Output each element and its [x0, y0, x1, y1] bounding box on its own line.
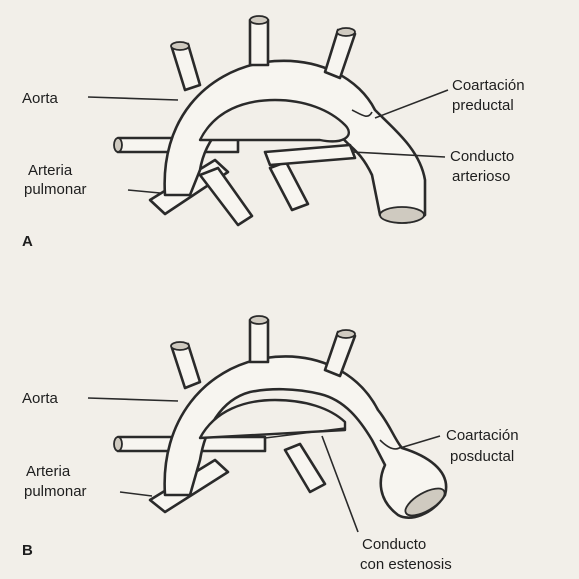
left-subclavian-opening-a: [337, 28, 355, 36]
left-carotid-b: [250, 320, 268, 362]
pulmonary-left-opening-a: [114, 138, 122, 152]
label-arteria-a: Arteria: [28, 162, 73, 179]
label-coartacion-a: Coartación: [452, 77, 525, 94]
left-subclavian-opening-b: [337, 330, 355, 338]
label-aorta-b: Aorta: [22, 390, 59, 407]
label-coartacion-b: Coartación: [446, 427, 519, 444]
label-posductal-b: posductal: [450, 448, 514, 465]
label-pulmonar-a: pulmonar: [24, 181, 87, 198]
panel-a: Aorta Arteria pulmonar Coartación preduc…: [22, 16, 525, 250]
descending-aorta-opening-a: [380, 207, 424, 223]
left-carotid-opening-a: [250, 16, 268, 24]
aorta-leader-b: [88, 398, 178, 401]
pulmonary-leader-b: [120, 492, 152, 496]
label-arteria-b: Arteria: [26, 463, 71, 480]
left-subclavian-a: [325, 30, 355, 78]
ductus-leader-b: [322, 436, 358, 532]
brachiocephalic-opening-a: [171, 42, 189, 50]
left-subclavian-b: [325, 332, 355, 376]
label-preductal-a: preductal: [452, 97, 514, 114]
panel-letter-a: A: [22, 233, 33, 250]
label-pulmonar-b: pulmonar: [24, 483, 87, 500]
brachiocephalic-opening-b: [171, 342, 189, 350]
panel-letter-b: B: [22, 542, 33, 559]
label-estenosis-b: con estenosis: [360, 556, 452, 573]
brachiocephalic-trunk-a: [172, 44, 200, 90]
label-aorta-a: Aorta: [22, 90, 59, 107]
label-conducto-a: Conducto: [450, 148, 514, 165]
pulmonary-left-opening-b: [114, 437, 122, 451]
brachiocephalic-trunk-b: [172, 344, 200, 388]
pulmonary-lower-branch-b: [285, 444, 325, 492]
left-carotid-a: [250, 20, 268, 65]
coarctation-leader-b: [400, 436, 440, 448]
left-carotid-opening-b: [250, 316, 268, 324]
pulmonary-lower-branch-1-a: [200, 168, 252, 225]
aorta-leader-a: [88, 97, 178, 100]
pulmonary-leader-a: [128, 190, 160, 193]
pulmonary-lower-branch-2-a: [270, 162, 308, 210]
coarctation-leader-a: [375, 90, 448, 118]
ductus-arteriosus-a: [265, 145, 355, 165]
label-conducto-b: Conducto: [362, 536, 426, 553]
panel-b: Aorta Arteria pulmonar Coartación posduc…: [22, 316, 519, 573]
label-arterioso-a: arterioso: [452, 168, 510, 185]
